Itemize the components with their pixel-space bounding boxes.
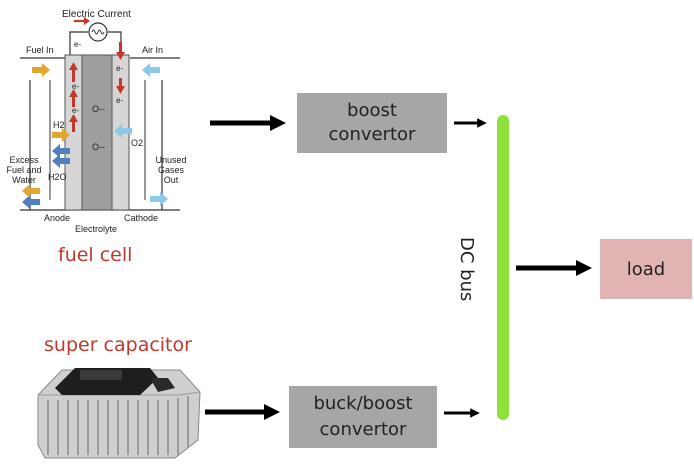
water-arrows [22,144,70,209]
electron-label-3: e- [72,106,80,115]
dc-bus-bar [497,115,509,420]
anode-label: Anode [44,213,71,223]
buck-boost-converter-box: buck/boost convertor [289,386,437,448]
electron-label-2: e- [72,82,80,91]
boost-converter-line1: boost [347,100,397,121]
buck-boost-converter-line1: buck/boost [313,393,413,414]
electron-label-5: e- [116,96,124,105]
unused-gases-label: Unused Gases Out [155,155,187,185]
dc-bus-label: DC bus [456,237,477,302]
cathode-label: Cathode [124,213,159,223]
electrolyte-plate [81,54,113,211]
oxide-ion-label-1: O-- [92,104,105,114]
h2o-label: H2O [48,172,67,182]
electron-label-4: e- [116,64,124,73]
fuel-in-label: Fuel In [26,45,54,55]
load-label: load [626,258,666,280]
air-arrows [114,63,168,206]
capacitor-ribs [47,396,189,455]
excess-fuel-label: Excess Fuel and Water [6,155,42,185]
electric-current-label: Electric Current [62,9,131,20]
super-capacitor-title: super capacitor [44,334,192,356]
buck-boost-converter-line2: convertor [319,419,407,440]
load-box: load [600,239,692,299]
oxide-ion-label-2: O-- [92,142,105,152]
electron-arrows-cathode [116,42,125,94]
boost-converter-line2: convertor [328,124,416,145]
electrolyte-label: Electrolyte [75,224,118,234]
air-in-label: Air In [142,45,164,55]
flow-arrows [205,114,593,421]
h2-label: H2 [53,120,65,130]
electron-label-1: e- [74,40,82,49]
fuel-arrows [32,63,70,142]
o2-label: O2 [131,138,144,148]
boost-converter-box: boost convertor [297,93,447,153]
fuel-cell-title: fuel cell [58,244,133,266]
super-capacitor-image [37,368,201,459]
fuel-cell-schematic [20,17,180,211]
electron-arrows-anode [69,62,78,132]
